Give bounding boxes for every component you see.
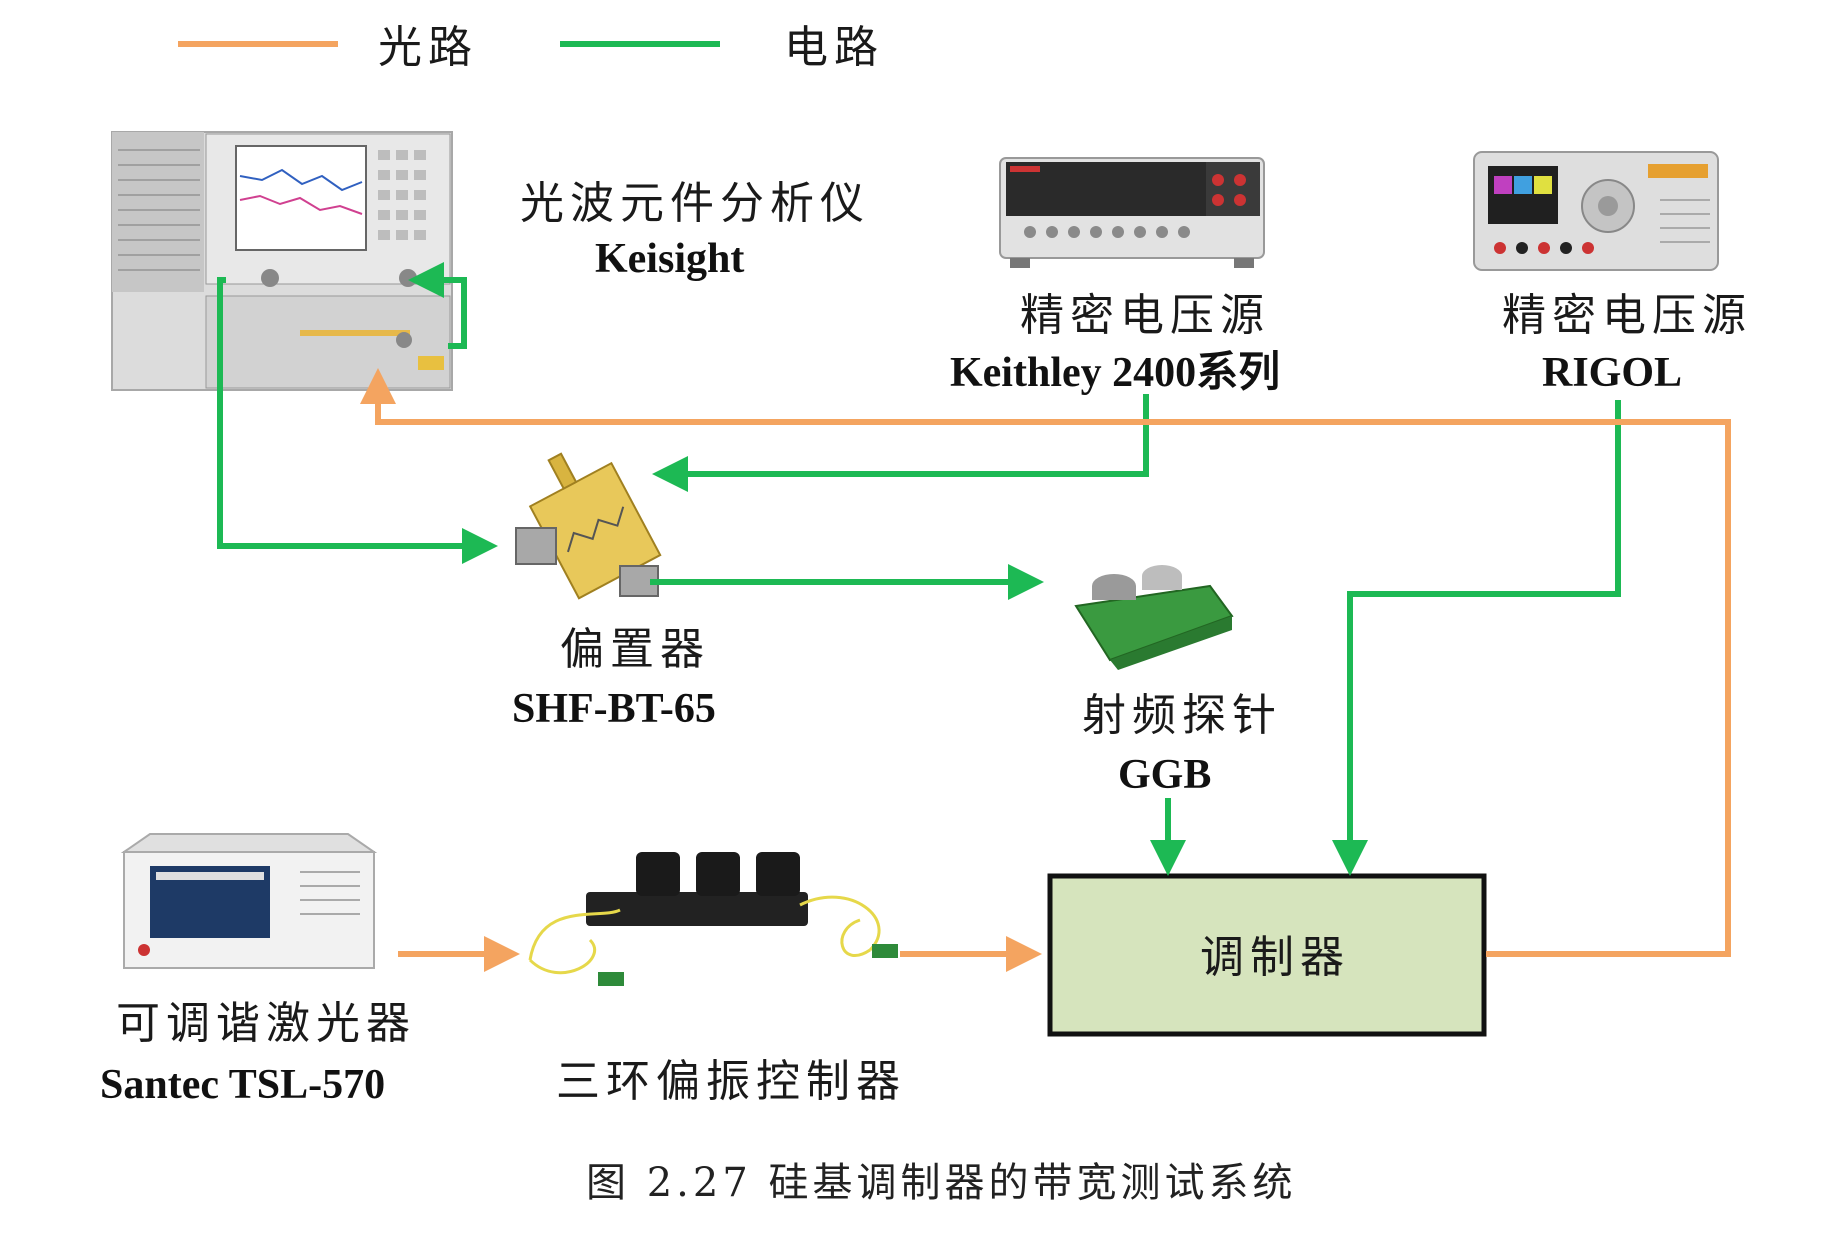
keithley-to-bias-tee-wire xyxy=(652,394,1149,492)
analyzer-to-bias-tee-wire xyxy=(217,277,498,564)
analyzer-loopback-wire xyxy=(408,262,467,349)
legend-electrical-label: 电路 xyxy=(784,22,884,73)
optical-connections xyxy=(360,368,1731,972)
modulator-box xyxy=(1047,873,1487,1037)
figure-caption: 图 2.27 硅基调制器的带宽测试系统 xyxy=(586,1160,1297,1206)
rigol-to-modulator-wire xyxy=(1332,400,1621,876)
polarization-controller-image xyxy=(528,852,898,986)
modulator-to-analyzer-fiber xyxy=(360,368,1731,957)
laser-name-cn: 可调谐激光器 xyxy=(116,998,416,1049)
laser-image xyxy=(120,833,378,969)
bias-tee-name-cn: 偏置器 xyxy=(560,624,710,675)
rigol-name-cn: 精密电压源 xyxy=(1502,290,1752,341)
analyzer-image xyxy=(111,131,453,391)
keithley-image xyxy=(999,157,1265,268)
polarization-name-cn: 三环偏振控制器 xyxy=(556,1056,906,1107)
bias-tee-image xyxy=(515,452,662,600)
laser-name-en: Santec TSL-570 xyxy=(100,1062,385,1108)
legend: 光路 电路 xyxy=(178,22,884,73)
rf-probe-image xyxy=(1074,565,1234,670)
rigol-image xyxy=(1473,151,1719,271)
analyzer-name-cn: 光波元件分析仪 xyxy=(520,178,870,229)
rigol-name-en: RIGOL xyxy=(1542,350,1682,396)
bias-tee-name-en: SHF-BT-65 xyxy=(512,686,716,732)
modulator-name-cn: 调制器 xyxy=(1200,932,1350,983)
legend-optical-label: 光路 xyxy=(378,22,478,73)
analyzer-name-en: Keisight xyxy=(595,236,744,282)
electrical-connections xyxy=(217,262,1621,876)
rf-probe-name-en: GGB xyxy=(1118,752,1211,798)
rf-probe-name-cn: 射频探针 xyxy=(1082,690,1282,741)
keithley-name-en: Keithley 2400系列 xyxy=(950,349,1280,396)
keithley-name-cn: 精密电压源 xyxy=(1020,290,1270,341)
